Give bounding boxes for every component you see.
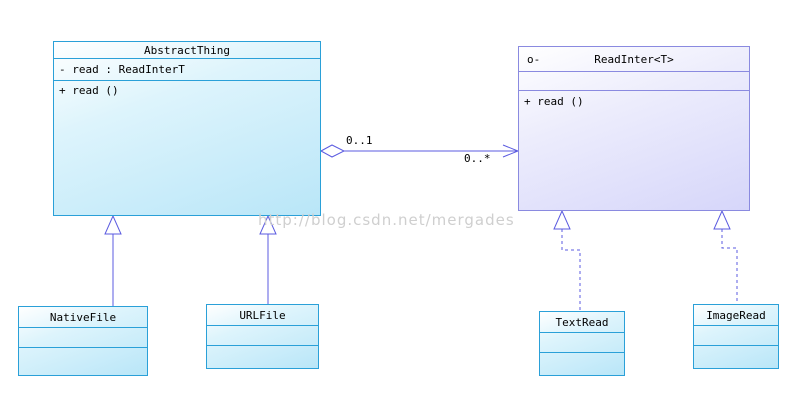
- class-urlfile[interactable]: URLFile: [206, 304, 319, 369]
- class-name: NativeFile: [19, 307, 147, 328]
- aggregation-diamond: [319, 144, 346, 158]
- interface-icon: o-: [527, 53, 541, 66]
- watermark: http://blog.csdn.net/mergades: [258, 211, 515, 229]
- class-attribute: - read : ReadInterT: [54, 59, 320, 81]
- interface-name: ReadInter<T>: [594, 53, 674, 66]
- class-abstractthing[interactable]: AbstractThing - read : ReadInterT + read…: [53, 41, 321, 216]
- class-name: URLFile: [207, 305, 318, 326]
- class-name: TextRead: [540, 312, 624, 333]
- interface-attributes: [519, 72, 749, 91]
- realization-line-textread: [561, 229, 581, 311]
- realization-line-imageread: [721, 229, 738, 304]
- target-multiplicity: 0..*: [464, 152, 491, 165]
- class-attributes: [694, 326, 778, 346]
- class-name: ImageRead: [694, 305, 778, 326]
- class-textread[interactable]: TextRead: [539, 311, 625, 376]
- class-name: AbstractThing: [54, 42, 320, 59]
- realization-arrow-textread: [553, 209, 571, 230]
- source-multiplicity: 0..1: [346, 134, 373, 147]
- generalization-arrow-urlfile: [259, 214, 277, 235]
- class-nativefile[interactable]: NativeFile: [18, 306, 148, 376]
- class-imageread[interactable]: ImageRead: [693, 304, 779, 369]
- class-attributes: [540, 333, 624, 353]
- interface-header: o- ReadInter<T>: [519, 47, 749, 72]
- class-attributes: [207, 326, 318, 346]
- class-operation: + read (): [59, 84, 119, 97]
- interface-readinter[interactable]: o- ReadInter<T> + read (): [518, 46, 750, 211]
- interface-operation: + read (): [524, 95, 584, 108]
- realization-arrow-imageread: [713, 209, 731, 230]
- class-attributes: [19, 328, 147, 348]
- generalization-arrow-nativefile: [104, 214, 122, 235]
